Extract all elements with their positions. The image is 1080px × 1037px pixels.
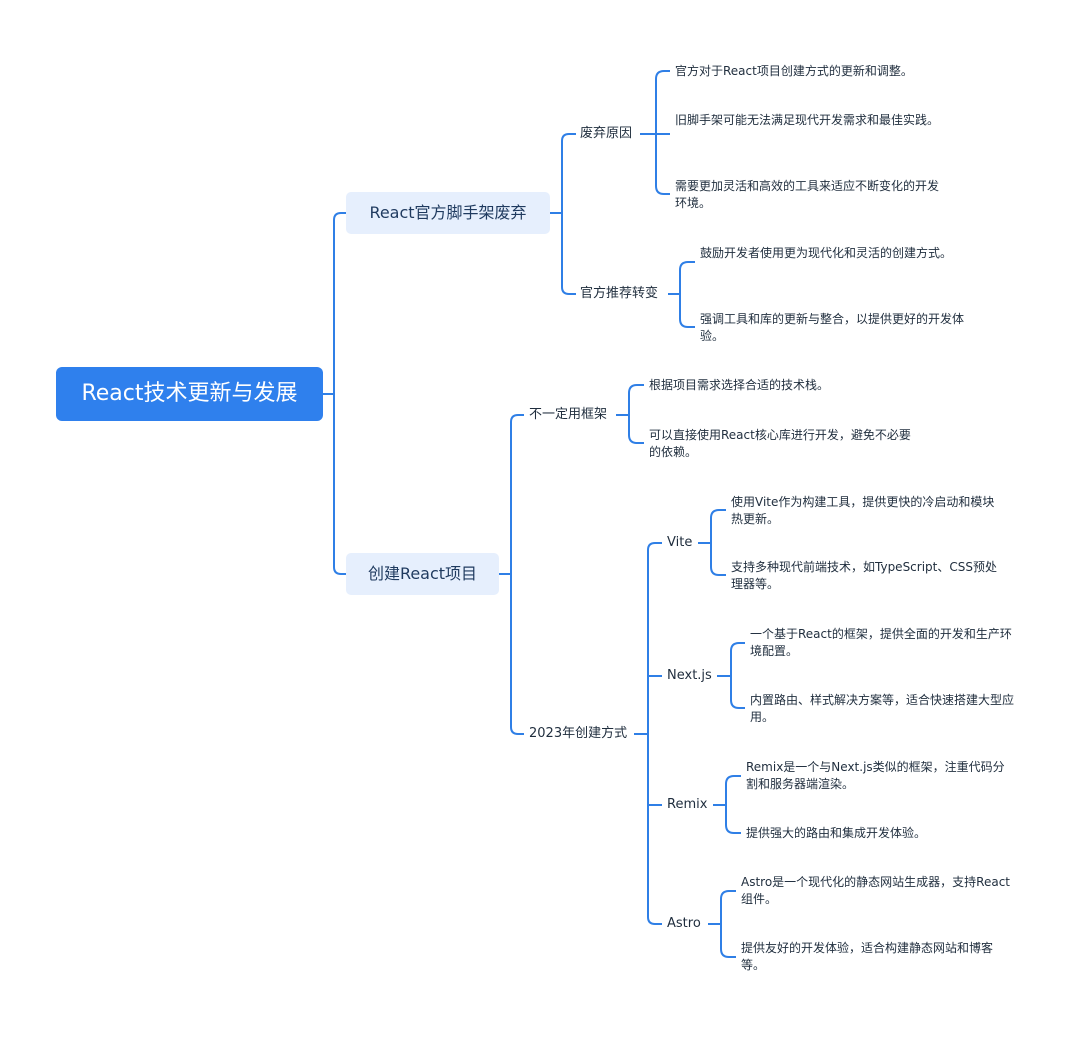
topic-deprecation-reasons: 废弃原因 bbox=[580, 126, 633, 141]
connector-reason-to-leaves bbox=[640, 70, 670, 195]
tool-nextjs: Next.js bbox=[667, 668, 712, 683]
connector-remix-to-leaves bbox=[713, 775, 741, 834]
root-topic: React技术更新与发展 bbox=[56, 367, 323, 421]
connector-astro-to-leaves bbox=[708, 890, 736, 958]
topic-2023-methods: 2023年创建方式 bbox=[529, 726, 628, 741]
connector-vite-to-leaves bbox=[698, 509, 726, 576]
leaf-reason-1: 官方对于React项目创建方式的更新和调整。 bbox=[675, 64, 913, 78]
leaf-vite-1: 使用Vite作为构建工具，提供更快的冷启动和模块热更新。 bbox=[731, 495, 995, 526]
connector-2023-to-tools bbox=[634, 542, 662, 925]
connector-branch2-to-subs bbox=[499, 414, 524, 735]
leaf-shift-1: 鼓励开发者使用更为现代化和灵活的创建方式。 bbox=[700, 246, 953, 260]
topic-no-framework: 不一定用框架 bbox=[529, 407, 608, 422]
tool-astro: Astro bbox=[667, 916, 701, 931]
tool-remix: Remix bbox=[667, 797, 708, 812]
tool-vite: Vite bbox=[667, 535, 693, 550]
leaf-noframework-2: 可以直接使用React核心库进行开发，避免不必要的依赖。 bbox=[649, 428, 911, 459]
connector-noframework-to-leaves bbox=[616, 384, 644, 444]
leaf-astro-1: Astro是一个现代化的静态网站生成器，支持React组件。 bbox=[741, 875, 1011, 906]
leaf-remix-1: Remix是一个与Next.js类似的框架，注重代码分割和服务器端渲染。 bbox=[746, 760, 1005, 791]
leaf-noframework-1: 根据项目需求选择合适的技术栈。 bbox=[649, 378, 830, 392]
leaf-remix-2: 提供强大的路由和集成开发体验。 bbox=[746, 826, 927, 840]
leaf-reason-2: 旧脚手架可能无法满足现代开发需求和最佳实践。 bbox=[675, 113, 940, 127]
connector-root-to-branches bbox=[323, 212, 346, 575]
branch-cra-deprecated: React官方脚手架废弃 bbox=[346, 192, 550, 234]
topic-official-shift: 官方推荐转变 bbox=[580, 286, 659, 301]
branch-create-react-project: 创建React项目 bbox=[346, 553, 499, 595]
leaf-nextjs-1: 一个基于React的框架，提供全面的开发和生产环境配置。 bbox=[750, 627, 1012, 658]
leaf-shift-2: 强调工具和库的更新与整合，以提供更好的开发体验。 bbox=[700, 312, 965, 343]
leaf-vite-2: 支持多种现代前端技术，如TypeScript、CSS预处理器等。 bbox=[731, 560, 997, 591]
connector-branch1-to-subs bbox=[550, 133, 576, 295]
leaf-astro-2: 提供友好的开发体验，适合构建静态网站和博客等。 bbox=[741, 941, 994, 972]
leaf-reason-3: 需要更加灵活和高效的工具来适应不断变化的开发环境。 bbox=[675, 179, 940, 210]
connector-shift-to-leaves bbox=[668, 261, 695, 328]
connector-nextjs-to-leaves bbox=[717, 642, 745, 709]
leaf-nextjs-2: 内置路由、样式解决方案等，适合快速搭建大型应用。 bbox=[750, 693, 1015, 724]
